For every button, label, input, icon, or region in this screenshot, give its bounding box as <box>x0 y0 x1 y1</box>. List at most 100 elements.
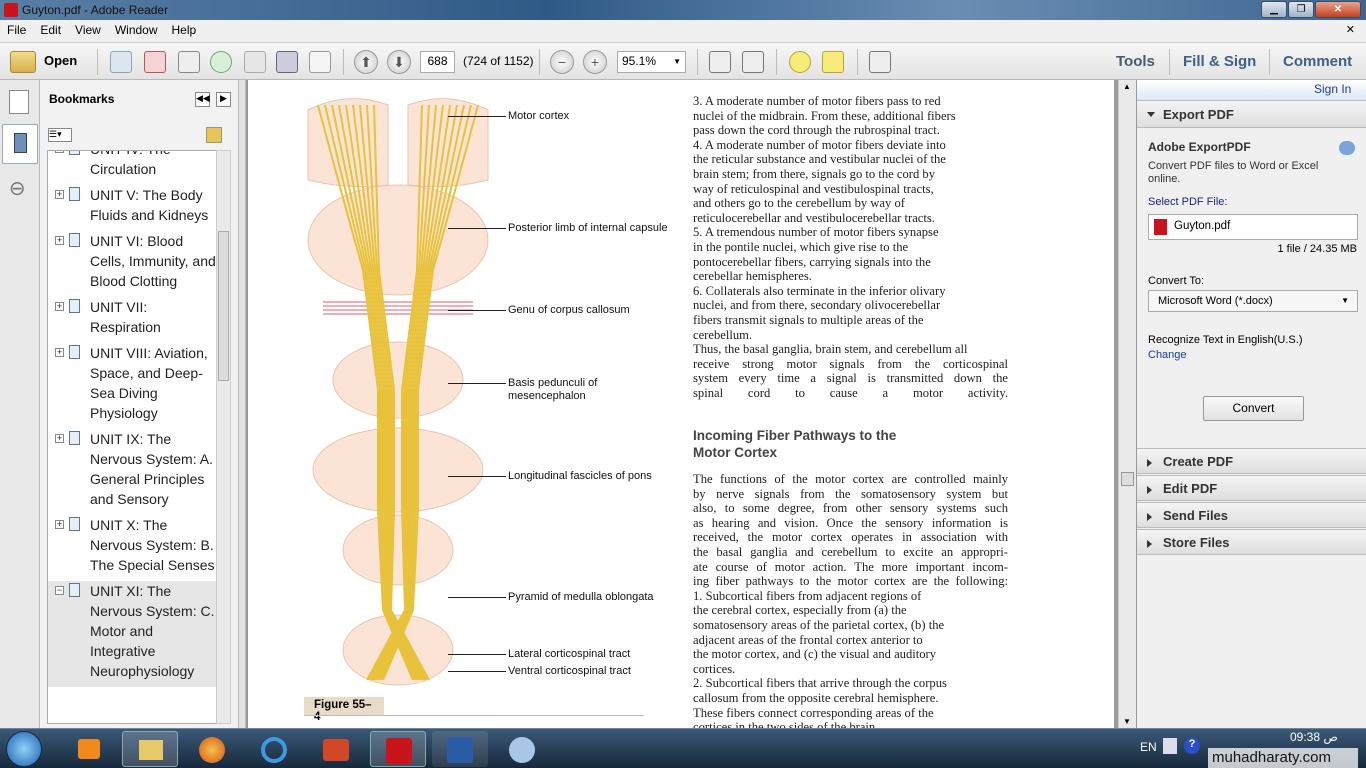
bookmark-item[interactable]: +UNIT IX: The Nervous System: A. General… <box>48 429 216 515</box>
media-player-task[interactable] <box>62 731 118 767</box>
text-line: cortices in the two sides of the brain. <box>693 720 879 728</box>
bookmark-item[interactable]: +UNIT VI: Blood Cells, Immunity, and Blo… <box>48 231 216 297</box>
text-line: by nerve signals from the somatosensory … <box>693 486 1008 501</box>
folder-icon[interactable] <box>10 51 36 73</box>
expand-toggle-icon[interactable]: + <box>55 151 64 153</box>
cloud-upload-icon[interactable] <box>210 51 232 73</box>
combine-icon[interactable] <box>144 51 166 73</box>
word-task[interactable] <box>432 731 488 767</box>
collapse-panel-button[interactable]: ◀◀ <box>195 92 210 107</box>
expand-toggle-icon[interactable]: + <box>55 235 64 245</box>
previous-page-button[interactable]: ⬆ <box>354 50 378 74</box>
export-pdf-header[interactable]: Export PDF <box>1137 100 1366 128</box>
adobe-reader-task[interactable] <box>370 731 426 767</box>
close-document-icon[interactable]: ✕ <box>1345 24 1355 36</box>
bookmarks-panel-button[interactable] <box>2 124 38 164</box>
edit-pdf-header[interactable]: Edit PDF <box>1137 475 1366 501</box>
close-button[interactable]: ✕ <box>1315 1 1361 18</box>
bookmark-item[interactable]: −UNIT XI: The Nervous System: C. Motor a… <box>48 581 216 687</box>
save-icon[interactable] <box>244 51 266 73</box>
open-button[interactable]: Open <box>44 53 78 68</box>
export-info-icon[interactable] <box>1339 141 1355 155</box>
bookmark-item[interactable]: +UNIT X: The Nervous System: B. The Spec… <box>48 515 216 581</box>
firefox-task[interactable] <box>184 731 240 767</box>
comment-tab[interactable]: Comment <box>1283 53 1353 70</box>
page-number-input[interactable]: 688 <box>420 51 455 73</box>
expand-toggle-icon[interactable]: + <box>55 519 64 529</box>
menu-window[interactable]: Window <box>114 23 158 37</box>
bookmark-scrollbar[interactable] <box>216 150 231 724</box>
text-line: cerebellar hemispheres. <box>693 269 812 284</box>
create-pdf-header[interactable]: Create PDF <box>1137 448 1366 474</box>
bookmark-item[interactable]: +UNIT IV: The Circulation <box>48 151 216 185</box>
bookmark-icon <box>69 345 80 359</box>
zoom-select[interactable]: 95.1%▼ <box>617 51 686 73</box>
selected-file-field[interactable]: Guyton.pdf <box>1148 214 1358 240</box>
store-files-header[interactable]: Store Files <box>1137 529 1366 555</box>
text-line: callosum from the opposite cerebral hemi… <box>693 691 939 705</box>
sticky-note-icon[interactable] <box>789 51 811 73</box>
text-line: fibers transmit signals to multiple area… <box>693 313 924 327</box>
title-bar: Guyton.pdf - Adobe Reader ▁ ❐ ✕ <box>0 0 1366 20</box>
fit-width-icon[interactable] <box>742 51 764 73</box>
expand-toggle-icon[interactable]: + <box>55 301 64 311</box>
label-leader-line <box>448 310 506 311</box>
document-scrollbar[interactable]: ▲▼ <box>1118 80 1136 728</box>
menu-bar: File Edit View Window Help ✕ <box>0 20 1366 42</box>
label-leader-line <box>448 654 506 655</box>
bookmark-label: UNIT VII: Respiration <box>90 299 161 335</box>
zoom-in-button[interactable]: + <box>583 50 607 74</box>
bookmark-item[interactable]: +UNIT V: The Body Fluids and Kidneys <box>48 185 216 231</box>
action-center-icon[interactable] <box>1163 738 1177 754</box>
panel-splitter[interactable] <box>238 80 246 728</box>
convert-to-select[interactable]: Microsoft Word (*.docx)▼ <box>1148 290 1358 312</box>
fiber-tract <box>374 104 451 681</box>
zoom-out-button[interactable]: − <box>550 50 574 74</box>
edit-icon[interactable] <box>178 51 200 73</box>
email-icon[interactable] <box>309 51 331 73</box>
paint-task[interactable] <box>494 731 550 767</box>
expand-toggle-icon[interactable]: + <box>55 433 64 443</box>
maximize-button[interactable]: ❐ <box>1288 1 1314 18</box>
text-line: the basal ganglia and cerebellum to exci… <box>693 545 1008 559</box>
explorer-task[interactable] <box>122 731 178 767</box>
menu-file[interactable]: File <box>7 23 27 37</box>
minimize-button[interactable]: ▁ <box>1261 1 1287 18</box>
text-line: the cerebral cortex, especially from (a)… <box>693 603 907 618</box>
start-button[interactable] <box>6 731 42 767</box>
expand-toggle-icon[interactable]: + <box>55 347 64 357</box>
internet-explorer-task[interactable] <box>246 731 302 767</box>
bookmark-item[interactable]: +UNIT VIII: Aviation, Space, and Deep-Se… <box>48 343 216 429</box>
create-pdf-icon[interactable] <box>110 51 132 73</box>
expand-panel-button[interactable]: ▶ <box>216 92 231 107</box>
convert-button[interactable]: Convert <box>1203 396 1304 421</box>
language-indicator[interactable]: EN <box>1140 740 1157 754</box>
fiber-tract <box>370 104 437 681</box>
expand-bookmark-icon[interactable] <box>206 127 222 143</box>
menu-view[interactable]: View <box>75 23 101 37</box>
change-language-link[interactable]: Change <box>1148 349 1187 361</box>
attachments-icon[interactable]: ⊘ <box>3 175 31 203</box>
highlight-icon[interactable] <box>822 51 844 73</box>
menu-edit[interactable]: Edit <box>40 23 62 37</box>
text-line: ate course of motor action. The more imp… <box>693 559 1008 574</box>
bookmark-item[interactable]: + UNIT VII: Respiration <box>48 297 216 343</box>
figure-label: Lateral corticospinal tract <box>508 648 631 660</box>
bookmark-options-button[interactable]: ☰▾ <box>48 128 72 142</box>
next-page-button[interactable]: ⬇ <box>387 50 411 74</box>
tools-tab[interactable]: Tools <box>1116 53 1155 70</box>
help-icon[interactable]: ? <box>1184 738 1200 754</box>
collapse-toggle-icon[interactable]: − <box>55 585 64 595</box>
send-files-header[interactable]: Send Files <box>1137 502 1366 528</box>
fill-sign-tab[interactable]: Fill & Sign <box>1183 53 1257 70</box>
label-leader-line <box>448 597 506 598</box>
full-screen-icon[interactable] <box>869 51 891 73</box>
fiber-tract <box>378 104 465 681</box>
fit-page-icon[interactable] <box>709 51 731 73</box>
office-task[interactable] <box>308 731 364 767</box>
expand-toggle-icon[interactable]: + <box>55 189 64 199</box>
menu-help[interactable]: Help <box>171 23 197 37</box>
page-thumbnails-icon[interactable] <box>9 90 29 114</box>
print-icon[interactable] <box>276 51 298 73</box>
sign-in-link[interactable]: Sign In <box>1314 82 1352 96</box>
